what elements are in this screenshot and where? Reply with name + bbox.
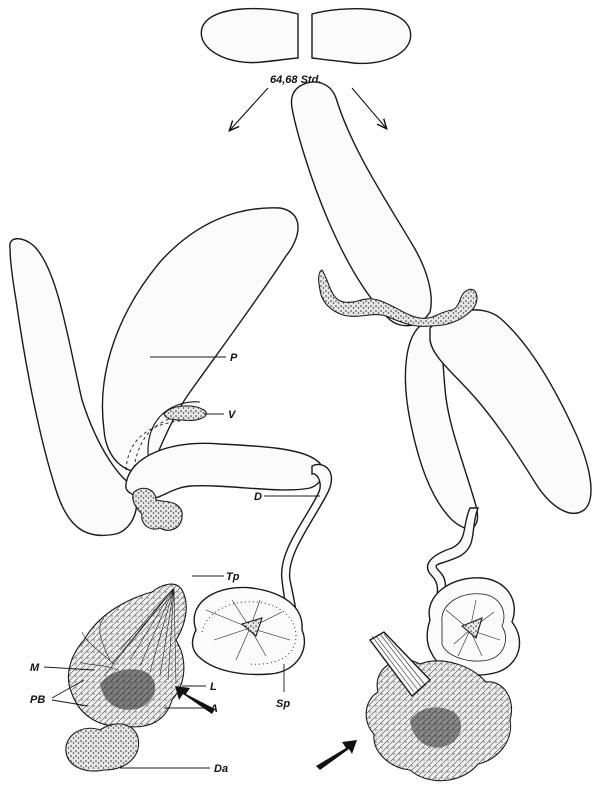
label-pb: PB bbox=[30, 694, 45, 706]
right-upper-lobe bbox=[291, 82, 431, 326]
lower-lobe bbox=[126, 443, 324, 498]
label-m: M bbox=[30, 662, 40, 674]
left-pointer-arrow bbox=[175, 686, 215, 714]
left-embryo bbox=[10, 208, 332, 771]
primary-lobe bbox=[102, 208, 298, 472]
right-embryo bbox=[291, 82, 590, 781]
right-blastomere bbox=[312, 9, 411, 64]
label-a: A bbox=[209, 703, 218, 715]
two-cell-embryo bbox=[201, 9, 410, 64]
label-da: Da bbox=[214, 763, 228, 775]
left-arrow bbox=[230, 88, 268, 130]
label-sp: Sp bbox=[276, 698, 290, 710]
label-tp: Tp bbox=[226, 571, 240, 583]
right-pointer-arrow bbox=[316, 740, 357, 770]
label-d: D bbox=[254, 491, 262, 503]
right-arrow bbox=[352, 88, 386, 128]
left-blastomere bbox=[201, 9, 298, 63]
label-l: L bbox=[210, 681, 217, 693]
label-v: V bbox=[228, 409, 237, 421]
label-p: P bbox=[230, 352, 238, 364]
da-blob bbox=[66, 724, 139, 771]
